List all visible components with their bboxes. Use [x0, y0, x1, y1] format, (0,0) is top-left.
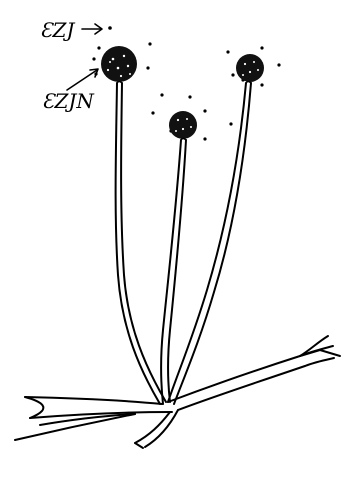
- sporangium-left: [101, 46, 137, 82]
- stolon: [15, 336, 340, 448]
- sporangium-middle: [169, 111, 197, 139]
- sporangium-right: [236, 54, 264, 82]
- label-top-arrow: [82, 24, 112, 34]
- stalk-left: [116, 83, 166, 404]
- label-side-arrow: [67, 69, 98, 90]
- label-top: ƐZJ: [40, 18, 75, 42]
- label-side: ƐZJN: [42, 89, 95, 113]
